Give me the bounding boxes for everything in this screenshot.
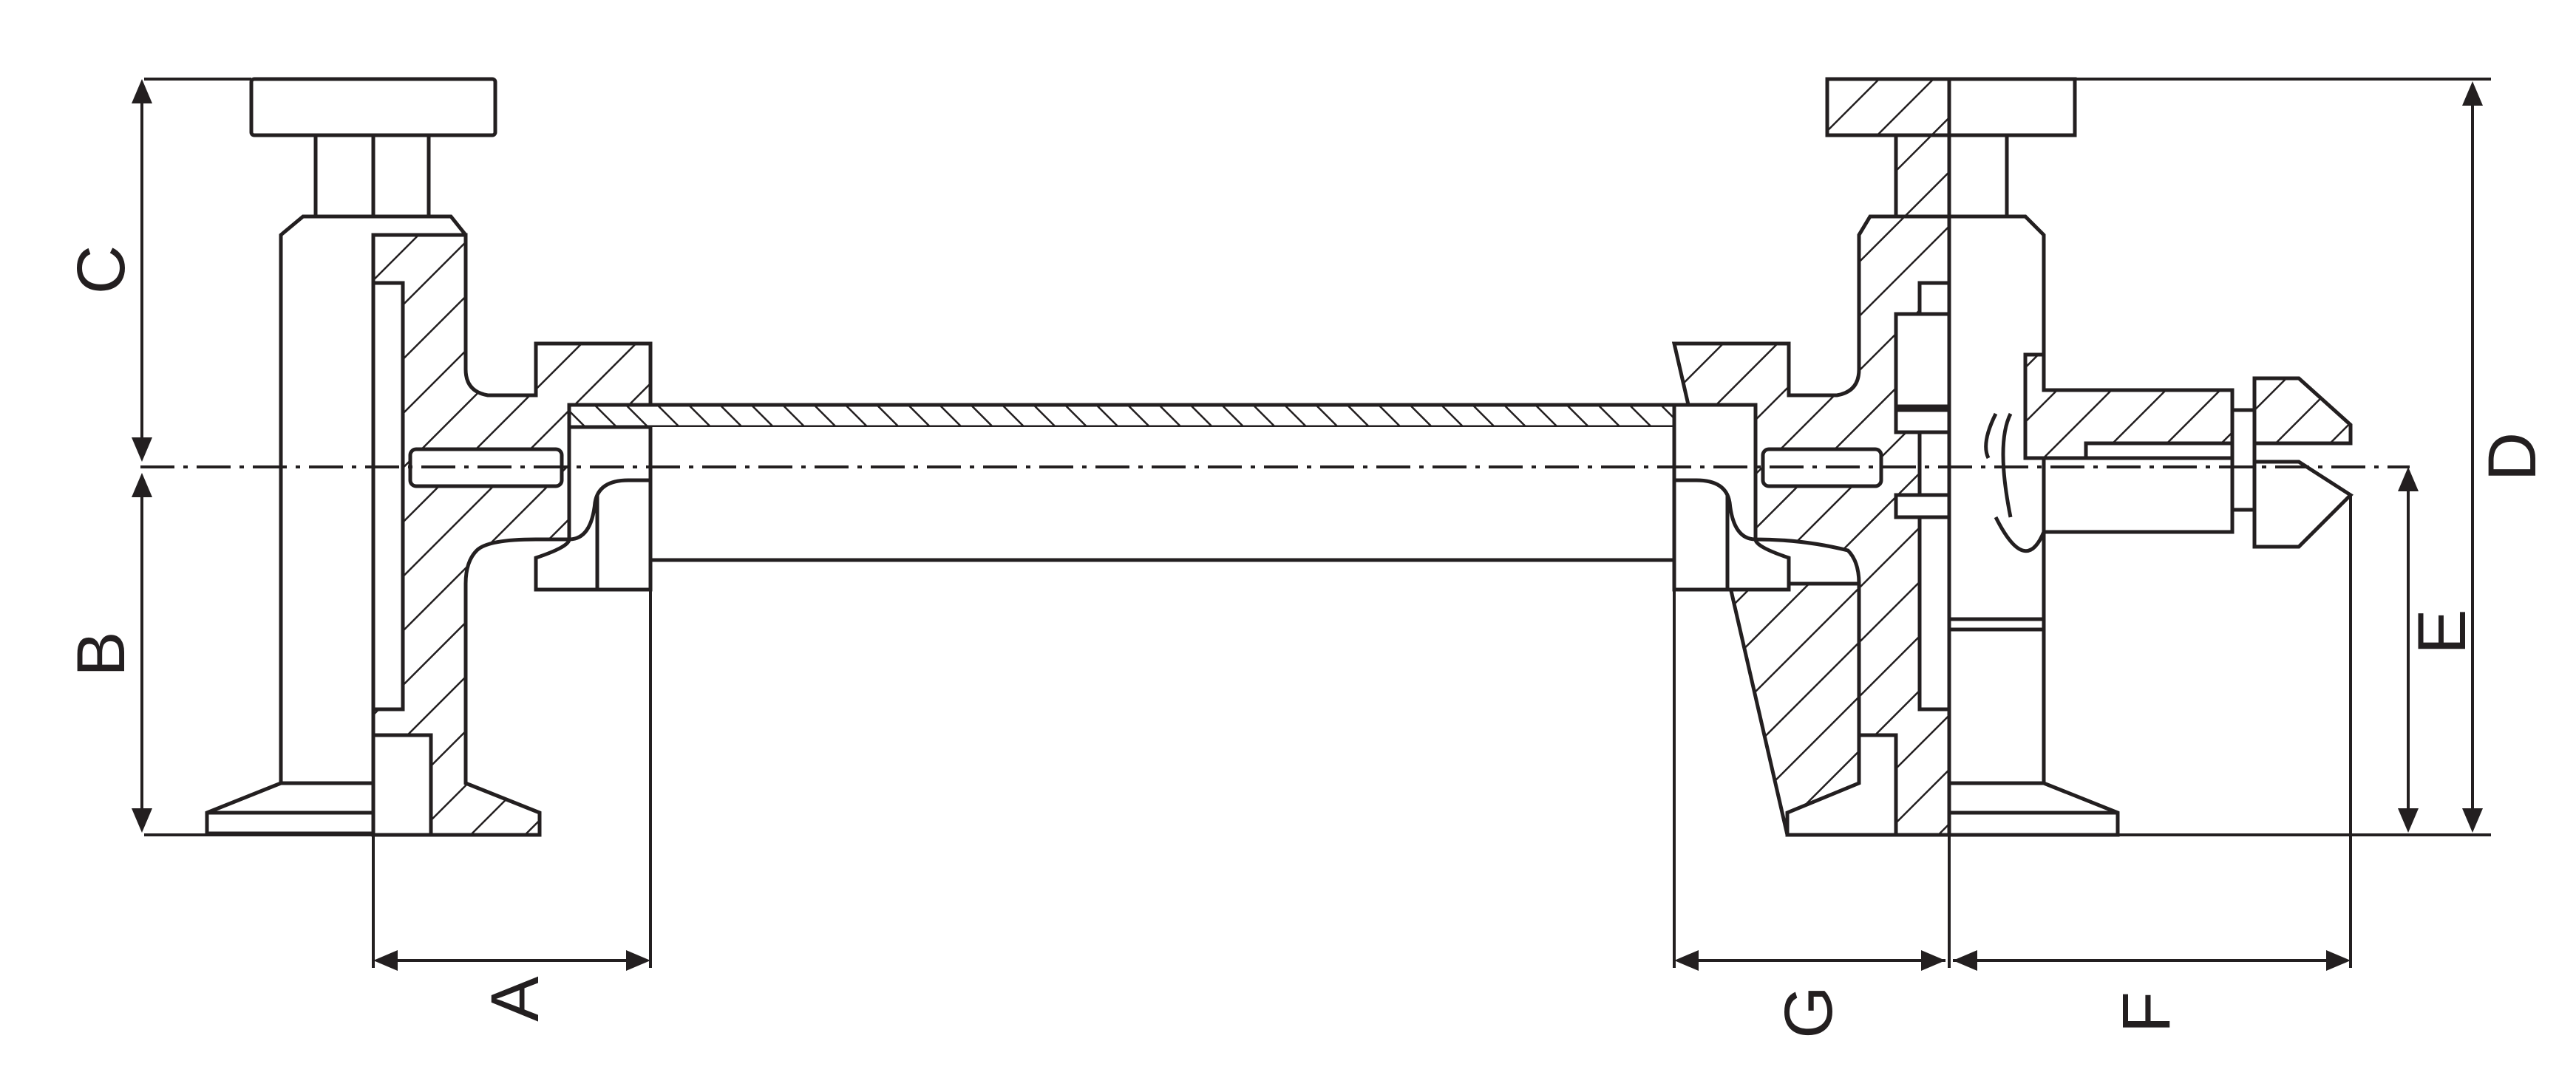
- right-pocket: [1894, 312, 1951, 409]
- side-cap-nut: [2230, 408, 2257, 512]
- tube-wall-top: [567, 403, 1754, 429]
- left-handwheel: [249, 77, 497, 137]
- right-flange-bore: [1672, 478, 1791, 592]
- label-d: D: [2475, 432, 2550, 481]
- right-ferrule: [1947, 781, 2120, 837]
- left-inner-bore: [371, 281, 405, 711]
- right-handwheel-section: [1825, 77, 1951, 137]
- label-e: E: [2405, 609, 2480, 654]
- label-c: C: [64, 245, 139, 294]
- right-valve: [1671, 77, 2354, 837]
- dimensions: [132, 78, 2491, 971]
- side-cap-section: [2252, 376, 2353, 446]
- right-body-outline: [1947, 214, 2046, 785]
- right-stem-section: [1894, 133, 1951, 219]
- side-cap: [2252, 460, 2354, 549]
- left-body-section: [371, 233, 653, 837]
- label-b: B: [64, 631, 139, 676]
- left-flange-bore: [534, 478, 653, 592]
- side-outlet-bore: [2042, 456, 2235, 534]
- left-ferrule: [205, 781, 375, 836]
- right-cutaway-curve: [1984, 412, 2046, 553]
- left-valve: [205, 77, 653, 837]
- right-gland: [1894, 408, 1951, 434]
- right-handwheel: [1947, 77, 2077, 137]
- tube-bore: [650, 427, 1674, 560]
- right-stem: [1947, 133, 2009, 219]
- side-outlet-section: [2023, 352, 2235, 460]
- right-gland-2: [1894, 493, 1951, 519]
- right-pin: [1761, 447, 1883, 488]
- left-ferrule-lip: [371, 733, 433, 837]
- label-g: G: [1771, 986, 1846, 1039]
- label-a: A: [478, 976, 553, 1022]
- label-f: F: [2109, 992, 2184, 1033]
- central-tube: [567, 403, 1754, 562]
